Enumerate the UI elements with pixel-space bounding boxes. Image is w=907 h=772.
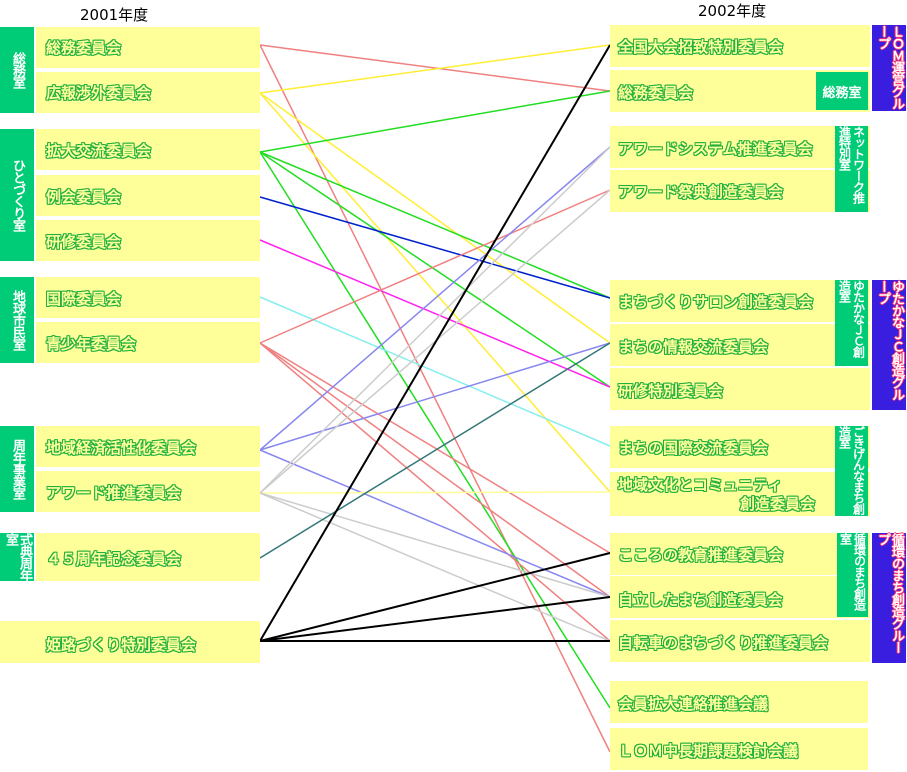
connection-line-L11-R1 <box>259 44 611 642</box>
right-committee-label: 自転車のまちづくり推進委員会 <box>618 634 829 652</box>
left-box-11 <box>0 621 260 663</box>
right-committee-label: まちの情報交流委員会 <box>618 338 769 356</box>
left-box-7 <box>36 322 260 363</box>
connection-line-L7-R4 <box>259 189 611 344</box>
left-committee-label: 拡大交流委員会 <box>46 142 152 160</box>
right-committee-label: まちづくりサロン創造委員会 <box>618 293 814 311</box>
right-box-11 <box>610 576 870 618</box>
left-group-chikyushimin: 地球市民室 <box>0 277 34 363</box>
connection-line-L8-R6 <box>259 342 611 451</box>
right-room-gokigen: ごきげんなまち創造室 <box>835 426 868 516</box>
left-group-shikiten: 式典周年室 <box>0 533 34 581</box>
left-box-4 <box>36 175 260 216</box>
left-committee-label: 例会委員会 <box>46 188 122 206</box>
left-box-3 <box>36 129 260 170</box>
connection-line-L3-R5 <box>259 151 611 299</box>
connection-line-L11-R10 <box>259 552 611 642</box>
right-room-soumu: 総務室 <box>816 72 868 110</box>
connection-line-L1-R14 <box>259 44 611 753</box>
right-box-6 <box>610 324 870 366</box>
left-box-5 <box>36 220 260 261</box>
left-committee-label: 青少年委員会 <box>46 335 137 353</box>
connection-line-L9-R9 <box>259 491 611 494</box>
connection-line-L2-R6 <box>259 92 611 344</box>
right-year-heading: 2002年度 <box>698 2 767 20</box>
connection-line-L6-R8 <box>259 296 611 447</box>
right-room-yutakana: ゆたかなＪＣ創造室 <box>835 280 868 366</box>
left-group-shunen: 周年事業室 <box>0 426 34 512</box>
right-box-14 <box>610 728 868 770</box>
right-committee-label: まちの国際交流委員会 <box>618 439 769 457</box>
left-committee-label: 地域経済活性化委員会 <box>46 439 197 457</box>
left-year-heading: 2001年度 <box>80 6 149 24</box>
connection-line-L3-R13 <box>259 151 611 709</box>
connection-line-L2-R1 <box>259 44 611 94</box>
right-committee-label: 自立したまち創造委員会 <box>618 591 783 609</box>
connection-line-L9-R11 <box>259 492 611 598</box>
connection-line-L9-R3 <box>259 146 611 494</box>
right-box-4 <box>610 170 870 212</box>
connection-line-L2-R9 <box>259 92 611 493</box>
connection-line-L10-R6 <box>259 342 611 559</box>
right-box-1 <box>610 25 870 67</box>
right-group-lom: ＬＯＭ運営グループ <box>872 25 906 111</box>
left-committee-label: 広報渉外委員会 <box>46 84 152 102</box>
right-room-network: ネットワーク推進特別室 <box>835 126 868 212</box>
right-box-8 <box>610 426 870 468</box>
right-room-junkan: 循環のまち創造室 <box>837 533 868 617</box>
right-committee-label: アワード祭典創造委員会 <box>618 183 784 201</box>
left-committee-label: 国際委員会 <box>46 290 122 308</box>
left-box-6 <box>36 277 260 318</box>
left-committee-label: 研修委員会 <box>46 233 122 251</box>
right-box-13 <box>610 681 868 723</box>
right-box-10 <box>610 533 870 575</box>
connection-line-L4-R5 <box>259 196 611 299</box>
connection-line-L1-R2 <box>259 44 611 92</box>
right-committee-label: 会員拡大連絡推進会議 <box>618 695 769 713</box>
connection-line-L11-R11 <box>259 596 611 642</box>
right-box-5 <box>610 280 870 322</box>
connection-line-L7-R11 <box>259 342 611 598</box>
right-committee-label: アワードシステム推進委員会 <box>618 140 813 158</box>
left-box-8 <box>36 426 260 467</box>
right-committee-label: 総務委員会 <box>618 84 694 102</box>
right-box-9 <box>610 472 870 516</box>
left-box-10 <box>36 533 260 581</box>
connection-line-L8-R3 <box>259 146 611 451</box>
left-committee-label: アワード推進委員会 <box>46 484 182 502</box>
right-committee-label: 創造委員会 <box>740 495 816 513</box>
connection-line-L5-R7 <box>259 239 611 388</box>
left-committee-label: ４５周年記念委員会 <box>46 550 182 568</box>
right-group-yutakana: ゆたかなＪＣ創造グループ <box>872 280 906 410</box>
right-committee-label: 研修特別委員会 <box>618 382 724 400</box>
connection-line-L7-R10 <box>259 342 611 554</box>
left-committee-label: 姫路づくり特別委員会 <box>46 636 197 654</box>
left-box-2 <box>36 72 260 113</box>
left-committee-label: 総務委員会 <box>46 39 122 57</box>
right-box-12 <box>610 620 870 662</box>
connection-line-L8-R11 <box>259 449 611 598</box>
connection-line-L9-R12 <box>259 492 611 642</box>
connection-line-L3-R2 <box>259 90 611 153</box>
right-committee-label: ＬＯＭ中長期課題検討会議 <box>618 742 799 760</box>
right-committee-label: 全国大会招致特別委員会 <box>618 38 784 56</box>
right-box-7 <box>610 368 870 410</box>
left-box-9 <box>36 471 260 512</box>
left-group-hitodukuri: ひとづくり室 <box>0 129 34 261</box>
left-box-1 <box>36 27 260 68</box>
right-committee-label: こころの教育推進委員会 <box>618 546 784 564</box>
right-group-junkan: 循環のまち創造グループ <box>872 533 906 663</box>
right-committee-label: 地域文化とコミュニティ <box>618 476 783 494</box>
right-box-3 <box>610 126 870 168</box>
connection-line-L3-R7 <box>259 151 611 388</box>
left-group-soumu: 総務室 <box>0 27 34 113</box>
